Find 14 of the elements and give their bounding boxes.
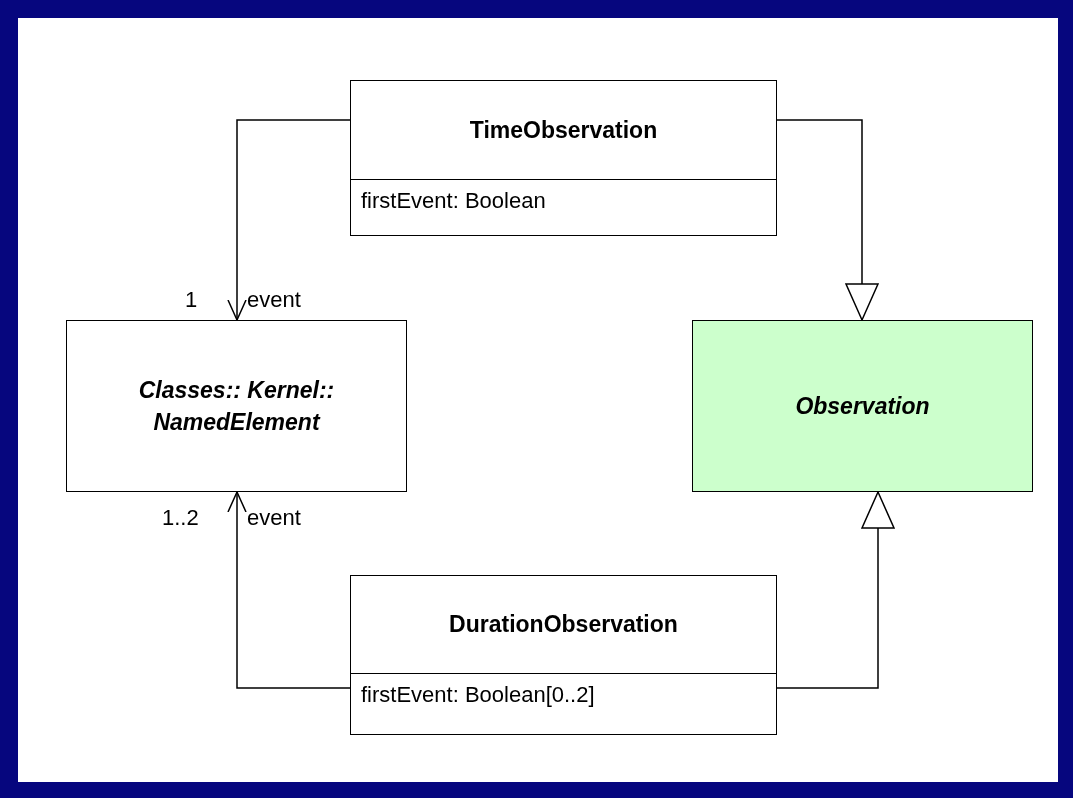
association-arrow: [227, 491, 351, 689]
class-name: Classes:: Kernel:: NamedElement: [137, 375, 336, 437]
class-name: Observation: [795, 392, 930, 420]
association-arrow: [227, 119, 351, 321]
class-name: DurationObservation: [449, 611, 678, 638]
attribute-text: firstEvent: Boolean: [351, 179, 776, 222]
class-box: [350, 80, 777, 236]
class-box: [350, 575, 777, 735]
class-box: [692, 320, 1033, 492]
generalization-arrow: [776, 491, 895, 689]
attribute-text: firstEvent: Boolean[0..2]: [351, 673, 776, 716]
class-name: TimeObservation: [469, 116, 658, 144]
generalization-arrow: [776, 119, 879, 321]
class-box: [66, 320, 407, 492]
